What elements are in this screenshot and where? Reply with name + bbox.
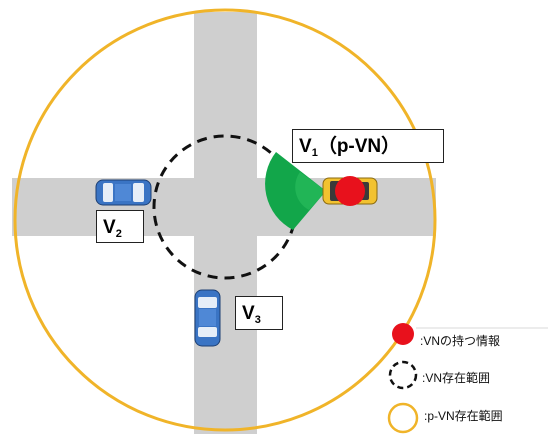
v2-letter: V: [103, 217, 116, 238]
v1-suffix: （p-VN）: [317, 136, 401, 157]
legend-dashed-circle-icon: [388, 360, 418, 390]
p-vn-range-circle: [13, 8, 437, 432]
car-v3: [194, 289, 221, 347]
vn-info-marker: [335, 176, 365, 206]
sensor-sector-highlight: [295, 172, 326, 210]
legend-label-p-vn-range: :p-VN存在範囲: [424, 409, 503, 423]
v3-letter: V: [242, 303, 255, 324]
legend-red-circle-icon: [392, 323, 414, 345]
vehicle-label-v2: V2: [96, 210, 144, 243]
legend-label-vn-info: :VNの持つ情報: [420, 334, 501, 348]
v2-subscript: 2: [115, 228, 122, 240]
legend-label-vn-range: :VN存在範囲: [422, 371, 491, 385]
vehicle-label-v1: V1（p-VN）: [292, 129, 444, 163]
vehicle-label-v3: V3: [235, 296, 283, 330]
v1-subscript: 1: [311, 147, 318, 159]
car-v2: [95, 179, 152, 206]
v1-letter: V: [299, 136, 312, 157]
v3-subscript: 3: [254, 314, 261, 326]
legend-orange-circle-icon: [387, 402, 419, 434]
